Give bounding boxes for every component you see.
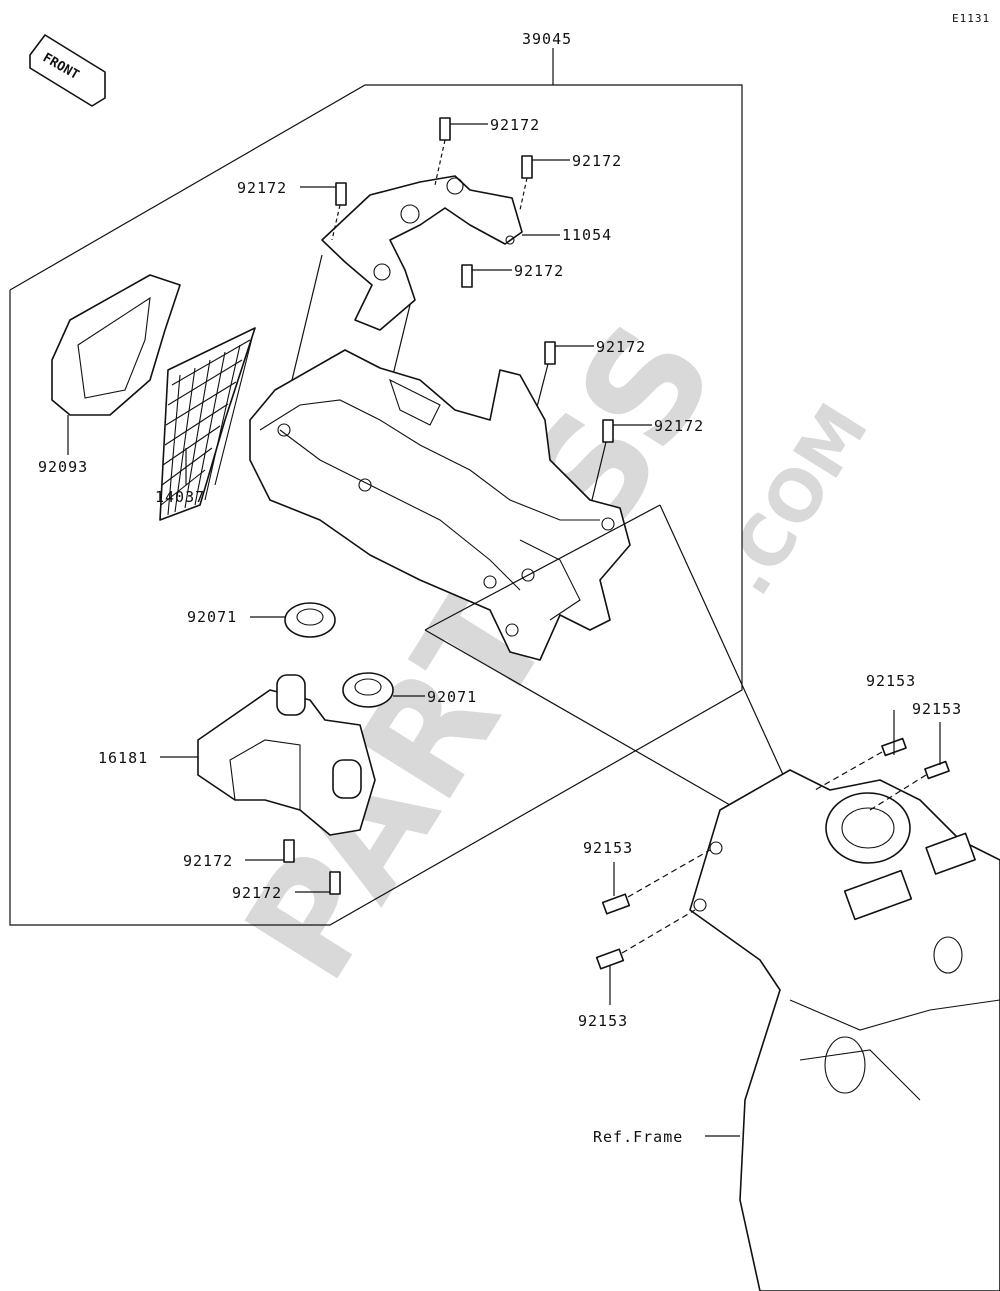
grommet-92071 [342, 672, 394, 708]
mesh-14037 [159, 327, 256, 521]
grommet-92071 [284, 602, 336, 638]
label-92172-d: 92172 [514, 262, 564, 280]
screw-icon [814, 710, 907, 791]
front-arrow-icon: FRONT [29, 34, 106, 107]
label-92172-g: 92172 [183, 852, 233, 870]
label-92153-c: 92153 [583, 839, 633, 857]
duct-housing [249, 349, 631, 661]
label-92172-e: 92172 [596, 338, 646, 356]
label-92172-a: 92172 [490, 116, 540, 134]
watermark-suffix: .COM [705, 390, 884, 609]
screw-icon [869, 722, 950, 811]
screw-icon [601, 849, 711, 915]
label-92172-c: 92172 [237, 179, 287, 197]
label-16181: 16181 [98, 749, 148, 767]
label-14037: 14037 [155, 488, 205, 506]
bolt-icon [591, 419, 652, 501]
label-ref-frame: Ref.Frame [593, 1128, 683, 1146]
frame [689, 769, 1000, 1291]
label-92093: 92093 [38, 458, 88, 476]
screw-icon [595, 909, 696, 1005]
bolt-icon [434, 117, 488, 186]
bolt-icon [519, 155, 570, 211]
label-11054: 11054 [562, 226, 612, 244]
label-92172-b: 92172 [572, 152, 622, 170]
label-92172-h: 92172 [232, 884, 282, 902]
bracket-11054 [321, 175, 523, 331]
bolt-icon [461, 264, 512, 288]
assembly-outline [9, 48, 743, 926]
label-92153-a: 92153 [866, 672, 916, 690]
label-92071-a: 92071 [187, 608, 237, 626]
box-16181 [197, 674, 376, 836]
bolt-icon [295, 871, 341, 895]
bolt-icon [245, 839, 295, 863]
label-39045: 39045 [522, 30, 572, 48]
diagram-code: E1131 [952, 12, 990, 25]
label-92172-f: 92172 [654, 417, 704, 435]
label-92071-b: 92071 [427, 688, 477, 706]
label-92153-b: 92153 [912, 700, 962, 718]
label-92153-d: 92153 [578, 1012, 628, 1030]
bolt-icon [300, 182, 347, 241]
cover-92093 [51, 274, 181, 416]
